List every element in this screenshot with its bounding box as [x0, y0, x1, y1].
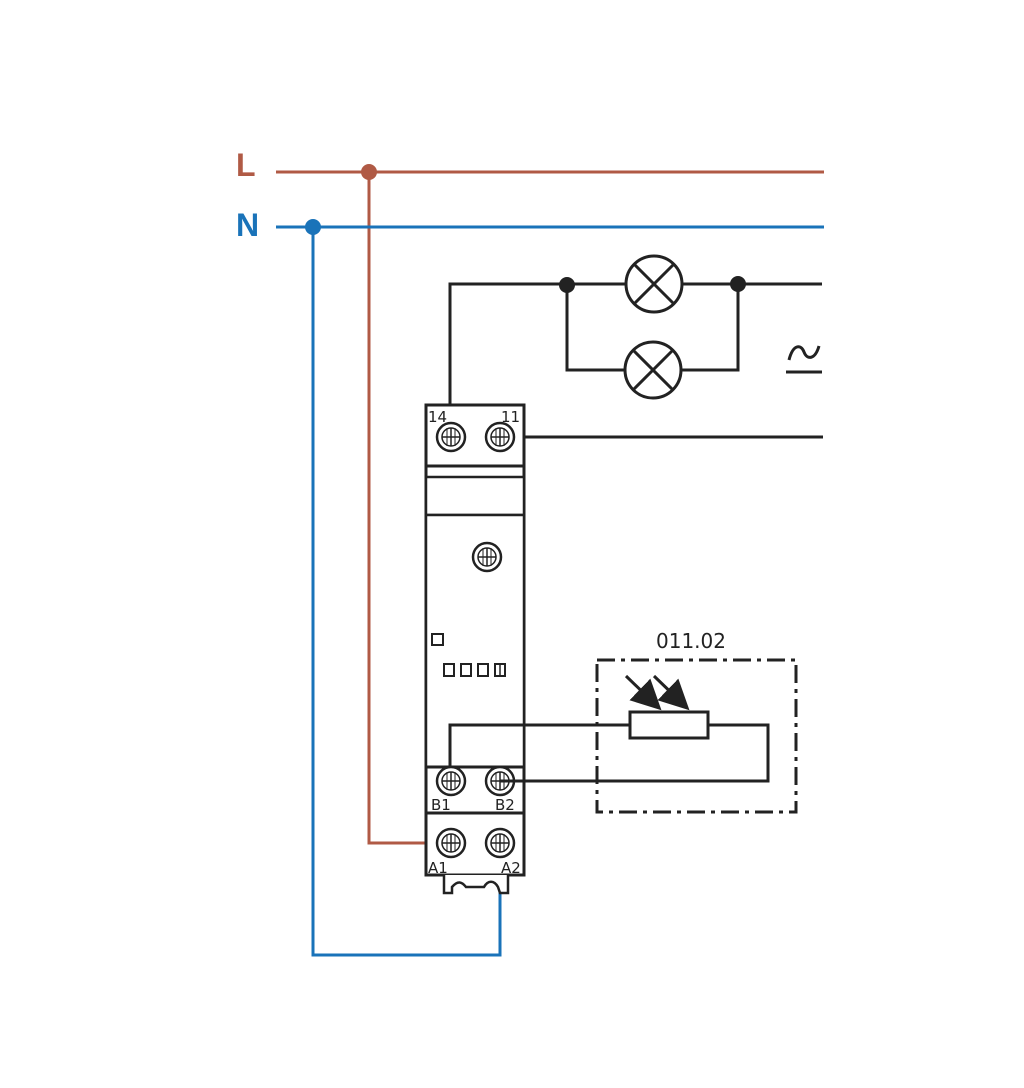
neutral-label: N — [236, 207, 259, 243]
line-label: L — [236, 147, 256, 183]
line-conductor — [276, 164, 824, 845]
dip-switches — [443, 663, 506, 677]
terminal-label-a1: A1 — [428, 859, 448, 877]
lamp-circuit — [448, 254, 823, 439]
screw-terminal-icon — [484, 827, 516, 859]
screw-terminal-icon — [435, 765, 467, 797]
lamp-icon — [624, 254, 684, 314]
sensor-model-label: 011.02 — [656, 629, 726, 653]
screw-terminal-icon — [435, 827, 467, 859]
screw-terminal-icon — [484, 421, 516, 453]
indicator-led — [431, 633, 444, 646]
din-rail-clip — [442, 875, 510, 895]
lamp-icon — [623, 340, 683, 400]
terminal-label-14: 14 — [428, 408, 447, 426]
adjust-screw-icon — [471, 541, 503, 573]
screw-terminal-icon — [435, 421, 467, 453]
photoresistor-icon — [624, 674, 710, 740]
terminal-label-11: 11 — [501, 408, 520, 426]
terminal-label-a2: A2 — [501, 859, 521, 877]
neutral-conductor — [276, 219, 824, 957]
terminal-label-b1: B1 — [431, 796, 451, 814]
twilight-switch-device: 14 11 B1 B2 A1 A2 — [424, 403, 526, 895]
light-sensor-module: 011.02 — [595, 629, 798, 814]
sensor-wiring — [448, 723, 770, 783]
ac-source-symbol — [786, 345, 822, 374]
terminal-label-b2: B2 — [495, 796, 515, 814]
